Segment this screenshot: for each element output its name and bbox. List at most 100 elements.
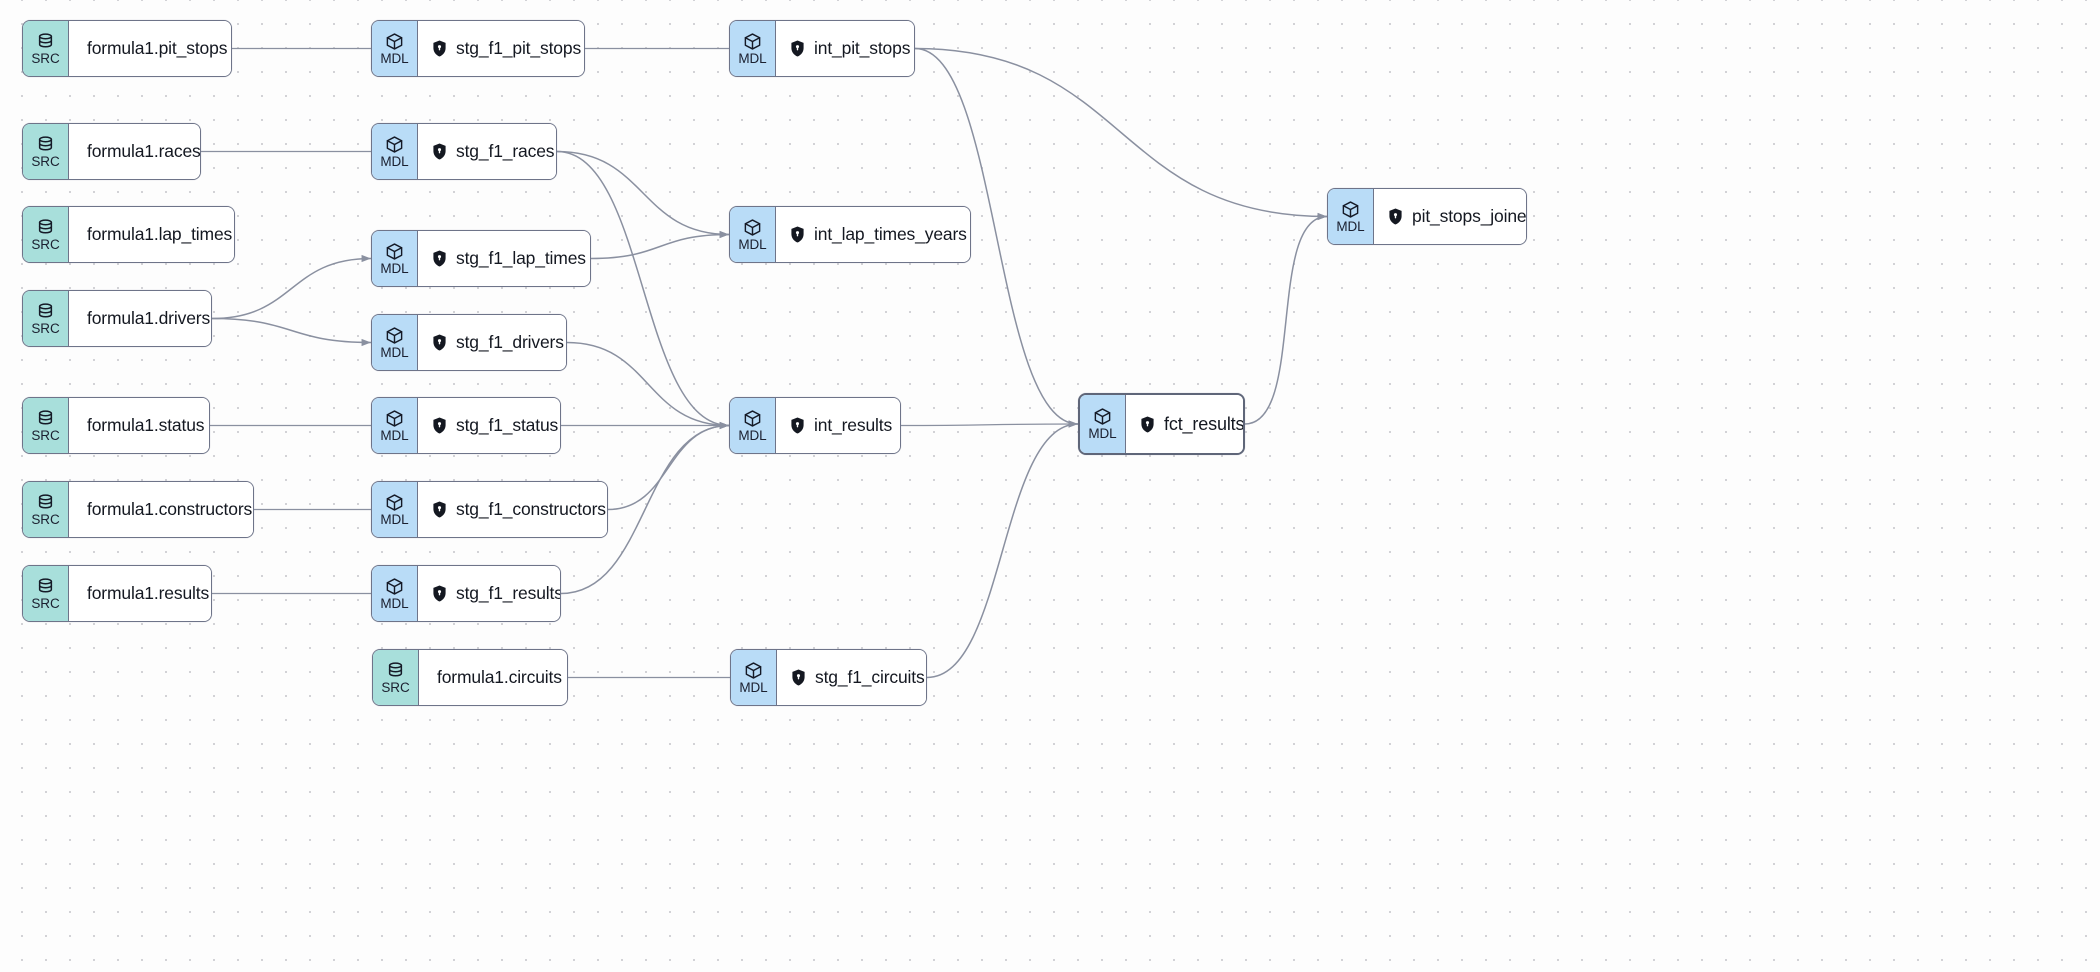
database-icon xyxy=(36,302,55,321)
cube-icon xyxy=(385,577,404,596)
source-badge: SRC xyxy=(373,650,419,705)
source-badge: SRC xyxy=(23,566,69,621)
badge-label: MDL xyxy=(380,427,409,443)
shield-icon xyxy=(432,585,447,602)
node-label: formula1.pit_stops xyxy=(87,38,228,58)
node-label: formula1.status xyxy=(87,415,205,435)
badge-label: MDL xyxy=(739,679,768,695)
node-label: formula1.races xyxy=(87,141,201,161)
model-badge: MDL xyxy=(730,207,776,262)
shield-icon xyxy=(790,226,805,243)
node-body: formula1.lap_times xyxy=(69,207,234,262)
node-label: int_pit_stops xyxy=(814,38,911,58)
node-body: stg_f1_drivers xyxy=(418,315,566,370)
source-badge: SRC xyxy=(23,21,69,76)
badge-label: MDL xyxy=(380,260,409,276)
database-icon xyxy=(36,409,55,428)
cube-icon xyxy=(743,409,762,428)
lineage-node-stg_status[interactable]: MDL stg_f1_status xyxy=(371,397,561,454)
node-label: formula1.constructors xyxy=(87,499,253,519)
model-badge: MDL xyxy=(372,398,418,453)
node-body: stg_f1_pit_stops xyxy=(418,21,584,76)
lineage-node-src_constructors[interactable]: SRC formula1.constructors xyxy=(22,481,254,538)
shield-icon xyxy=(1140,415,1155,433)
lineage-node-int_lap_times_yrs[interactable]: MDL int_lap_times_years xyxy=(729,206,971,263)
cube-icon xyxy=(1093,407,1112,426)
lineage-node-src_pit_stops[interactable]: SRC formula1.pit_stops xyxy=(22,20,232,77)
lineage-node-stg_circuits[interactable]: MDL stg_f1_circuits xyxy=(730,649,927,706)
shield-icon xyxy=(790,417,805,434)
shield-icon xyxy=(790,40,805,57)
node-label: stg_f1_status xyxy=(456,415,559,435)
badge-label: MDL xyxy=(1336,218,1365,234)
database-icon xyxy=(36,218,55,237)
lineage-node-stg_lap_times[interactable]: MDL stg_f1_lap_times xyxy=(371,230,591,287)
shield-icon xyxy=(1388,208,1403,225)
node-label: stg_f1_drivers xyxy=(456,332,564,352)
cube-icon xyxy=(743,32,762,51)
cube-icon xyxy=(743,218,762,237)
badge-label: SRC xyxy=(31,50,60,66)
node-body: formula1.status xyxy=(69,398,209,453)
badge-label: MDL xyxy=(380,595,409,611)
lineage-node-stg_constructors[interactable]: MDL stg_f1_constructors xyxy=(371,481,608,538)
model-badge: MDL xyxy=(372,21,418,76)
badge-label: MDL xyxy=(380,153,409,169)
node-body: stg_f1_results xyxy=(418,566,560,621)
shield-icon xyxy=(791,669,806,686)
node-body: int_lap_times_years xyxy=(776,207,970,262)
node-body: formula1.races xyxy=(69,124,200,179)
cube-icon xyxy=(1341,200,1360,219)
lineage-node-src_status[interactable]: SRC formula1.status xyxy=(22,397,210,454)
node-label: stg_f1_circuits xyxy=(815,667,925,687)
lineage-node-stg_drivers[interactable]: MDL stg_f1_drivers xyxy=(371,314,567,371)
model-badge: MDL xyxy=(730,21,776,76)
lineage-node-src_races[interactable]: SRC formula1.races xyxy=(22,123,201,180)
node-label: stg_f1_lap_times xyxy=(456,248,586,268)
lineage-node-stg_races[interactable]: MDL stg_f1_races xyxy=(371,123,557,180)
shield-icon xyxy=(432,40,447,57)
badge-label: SRC xyxy=(31,320,60,336)
badge-label: MDL xyxy=(380,50,409,66)
node-label: int_lap_times_years xyxy=(814,224,967,244)
node-label: stg_f1_races xyxy=(456,141,555,161)
database-icon xyxy=(36,135,55,154)
cube-icon xyxy=(385,32,404,51)
shield-icon xyxy=(432,334,447,351)
badge-label: SRC xyxy=(31,427,60,443)
badge-label: SRC xyxy=(31,153,60,169)
badge-label: MDL xyxy=(380,511,409,527)
node-label: stg_f1_results xyxy=(456,583,561,603)
model-badge: MDL xyxy=(730,398,776,453)
node-label: stg_f1_pit_stops xyxy=(456,38,582,58)
model-badge: MDL xyxy=(372,482,418,537)
badge-label: SRC xyxy=(31,236,60,252)
badge-label: MDL xyxy=(380,344,409,360)
node-label: stg_f1_constructors xyxy=(456,499,606,519)
model-badge: MDL xyxy=(1328,189,1374,244)
lineage-node-stg_results[interactable]: MDL stg_f1_results xyxy=(371,565,561,622)
node-body: formula1.results xyxy=(69,566,211,621)
shield-icon xyxy=(432,501,447,518)
node-body: stg_f1_circuits xyxy=(777,650,926,705)
node-body: formula1.constructors xyxy=(69,482,253,537)
node-body: stg_f1_races xyxy=(418,124,556,179)
lineage-node-stg_pit_stops[interactable]: MDL stg_f1_pit_stops xyxy=(371,20,585,77)
database-icon xyxy=(36,493,55,512)
shield-icon xyxy=(432,143,447,160)
node-body: int_results xyxy=(776,398,900,453)
cube-icon xyxy=(744,661,763,680)
cube-icon xyxy=(385,409,404,428)
source-badge: SRC xyxy=(23,482,69,537)
badge-label: MDL xyxy=(738,50,767,66)
lineage-node-int_pit_stops[interactable]: MDL int_pit_stops xyxy=(729,20,915,77)
lineage-node-src_lap_times[interactable]: SRC formula1.lap_times xyxy=(22,206,235,263)
